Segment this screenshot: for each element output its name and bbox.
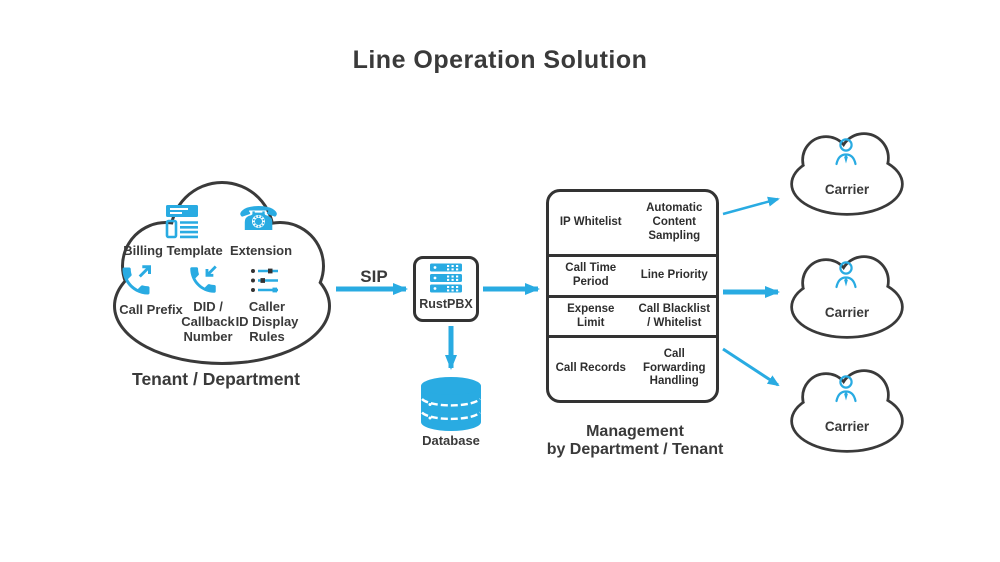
management-row: IP Whitelist Automatic Content Sampling (549, 192, 716, 254)
management-cell-call-time-period: Call Time Period (565, 262, 617, 288)
rustpbx-label: RustPBX (419, 297, 473, 311)
carrier-cloud-3: Carrier (786, 361, 908, 453)
tenant-caption: Tenant / Department (132, 369, 300, 389)
management-cell-expense-limit: Expense Limit (567, 302, 615, 329)
agent-icon (835, 138, 857, 166)
carrier-cloud-shape (790, 132, 904, 216)
management-cell-call-records: Call Records (555, 361, 626, 374)
call-prefix-label: Call Prefix (119, 302, 183, 317)
arrow-management-to-carrier-1 (722, 196, 780, 216)
server-stack-icon (430, 263, 462, 293)
outgoing-call-icon (122, 265, 151, 295)
management-cell-call-forwarding-handling: Call Forwarding Handling (642, 347, 706, 388)
agent-icon (835, 375, 857, 403)
management-cell-call-blacklist-whitelist: Call Blacklist / Whitelist (638, 302, 711, 329)
management-box: IP Whitelist Automatic Content Sampling … (546, 189, 719, 403)
carrier-label: Carrier (824, 419, 870, 434)
caller-id-rules-label: Caller ID Display Rules (235, 299, 299, 344)
carrier-label: Carrier (824, 305, 870, 320)
management-cell-automatic-content-sampling: Automatic Content Sampling (646, 202, 703, 242)
management-row: Call Records Call Forwarding Handling (549, 335, 716, 399)
incoming-call-icon (190, 265, 217, 293)
billing-template-icon (165, 205, 198, 239)
management-row: Call Time Period Line Priority (549, 254, 716, 295)
extension-phone-icon: ☎ (238, 200, 280, 237)
sip-protocol-label: SIP (360, 267, 388, 286)
management-row: Expense Limit Call Blacklist / Whitelist (549, 295, 716, 335)
database-label: Database (422, 433, 480, 448)
did-callback-label: DID / Callback Number (181, 299, 235, 344)
database-cylinder-icon (421, 377, 481, 431)
arrow-management-to-carrier-3 (722, 347, 780, 387)
display-rules-icon (251, 268, 278, 293)
billing-template-label: Billing Template (123, 243, 223, 258)
page-title: Line Operation Solution (352, 46, 648, 74)
carrier-cloud-2: Carrier (786, 247, 908, 339)
extension-label: Extension (229, 243, 293, 258)
agent-icon (835, 261, 857, 289)
carrier-label: Carrier (824, 182, 870, 197)
carrier-cloud-1: Carrier (786, 124, 908, 216)
management-caption: Management by Department / Tenant (546, 423, 724, 459)
carrier-cloud-shape (790, 369, 904, 453)
management-cell-line-priority: Line Priority (640, 269, 708, 282)
management-cell-ip-whitelist: IP Whitelist (559, 216, 622, 229)
